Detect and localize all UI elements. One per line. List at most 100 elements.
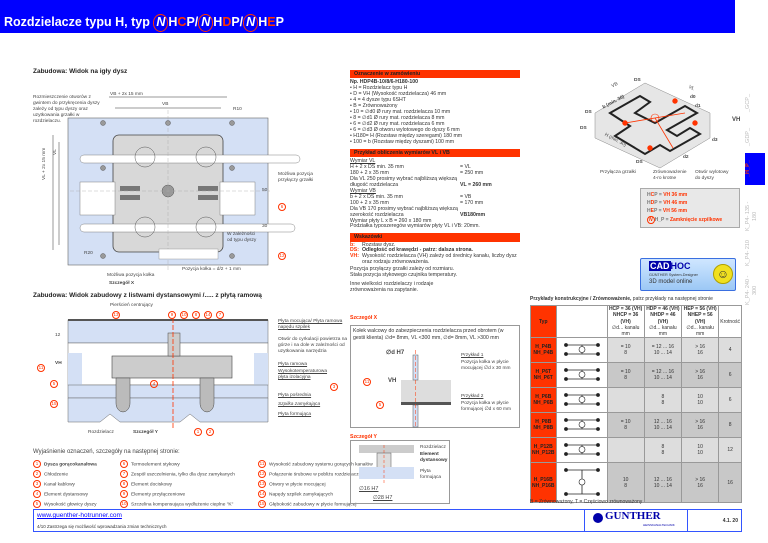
t: VH 46 mm <box>663 200 688 206</box>
table-header: Typ HCP = 36 (VH)NHCP = 36 (VH)∅d... kan… <box>530 304 742 339</box>
balance-diagram <box>563 367 600 381</box>
order-line: • 8 = ∅d1 Ø rury mat. rozdzielacza 8 mm <box>350 114 445 121</box>
variant-hcp: HCP = VH 36 mm <box>647 192 733 200</box>
calc-row: 180 + 2 x 35 mm= 250 mm <box>350 169 520 177</box>
footer-note: 4/10 Zastrzega się możliwość wprowadzani… <box>37 524 167 529</box>
iso-vh: VH <box>732 117 741 123</box>
legend-text: Kanał kablowy <box>44 482 75 488</box>
v: 16 <box>697 350 703 357</box>
callout-5: 5 <box>50 380 58 388</box>
t: VH 56 mm <box>662 208 688 214</box>
col-hdp: HDP = 46 (VH)NHDP = 46 (VH)∅d... kanału … <box>643 304 683 339</box>
typ-nh: NH_P12B <box>532 450 555 457</box>
legend-text: Dysza gorącokanałowa <box>44 462 97 468</box>
distributor-label: Rozdzielacz <box>420 445 446 450</box>
tab-gdp[interactable]: _GDP_ <box>745 127 751 147</box>
hint-text: Pozycja przyłączy grzałki zależy od rozm… <box>350 266 455 273</box>
examples-title-rest: patrz przykłady na następnej stronie <box>631 296 713 302</box>
v: 10 ... 14 <box>653 425 672 432</box>
calc-result: VB180mm <box>460 211 486 218</box>
distributor-label: Rozdzielacz <box>88 430 114 435</box>
dim-vl: VL <box>53 149 58 155</box>
v: 12 ... 16 <box>653 476 672 483</box>
legend-num: 12 <box>258 470 266 478</box>
tab-h-p[interactable]: _H_P_ <box>745 153 765 185</box>
cadhoc-banner[interactable]: CADHOC GÜNTHER System-Designer 3D model … <box>640 258 736 291</box>
v: 16 <box>697 425 703 432</box>
callout-6: 6 <box>278 203 286 211</box>
hint: b:Rozstaw dysz. <box>350 241 520 249</box>
v: 8 <box>624 375 628 382</box>
calc-right: = 170 mm <box>460 199 484 206</box>
col-pic <box>555 304 608 339</box>
v: 8 <box>661 400 665 407</box>
hint-value: Rozstaw dysz. <box>362 241 396 248</box>
legend-text: Termoelement stykowy <box>131 462 180 468</box>
examples-title: Przykłady konstrukcyjne / Zrównoważenie,… <box>530 296 713 302</box>
calc-text: Dla VB 170 prosimy wybrać najbliższą wię… <box>350 205 458 212</box>
hint-value: Odległość od krawędzi - patrz: dalsza st… <box>362 247 473 254</box>
pin-formula-a: Pozycja kołka <box>182 267 212 272</box>
cell-hcp <box>606 387 645 414</box>
od-label: ∅d H7 <box>386 350 405 356</box>
detail-x-ref: Szczegół X <box>109 281 135 286</box>
legend-text: Głębokość zabudowy w płycie formującej <box>269 502 357 508</box>
legend-text: Element dystansowy <box>44 492 88 498</box>
example1-text: Pozycja kołka w płycie mocującej ∅d x 30… <box>461 360 511 371</box>
vh-label: VH <box>388 378 397 384</box>
t: D <box>650 200 655 206</box>
calc-row: H + 2 x DS min. 35 mm= VL <box>350 164 520 171</box>
order-line: • D = VH (Wysokość rozdzielacza) 46 mm <box>350 91 447 98</box>
legend-num: 15 <box>258 500 266 508</box>
callout: 14 <box>204 311 212 319</box>
t: H <box>213 15 223 29</box>
cadhoc-sub: GÜNTHER System-Designer <box>649 273 698 277</box>
n-circle: N <box>153 14 169 32</box>
website-link[interactable]: www.guenther-hotrunner.com <box>37 512 122 519</box>
tab-k-p4-135[interactable]: K_P4- 135 - 180 <box>745 201 758 231</box>
legend-text: Chłodzenie <box>44 472 69 478</box>
tab-k-p4-240[interactable]: K_P4- 240 - 300 <box>745 275 758 305</box>
h: ∅d... kanału mm <box>611 324 640 337</box>
dim-vb: VB <box>162 102 169 107</box>
examples-title-bold: Przykłady konstrukcyjne / Zrównoważenie, <box>530 296 632 302</box>
tab-gcp[interactable]: _GCP_ <box>745 93 751 113</box>
t: Zamknięcie szpilkowe <box>669 217 723 223</box>
legend-num: 7 <box>120 470 128 478</box>
centering-ring-label: Pierścień centrujący <box>110 303 153 308</box>
calc-left: 180 + 2 x 35 mm <box>350 169 389 176</box>
cell-krotnosc: 8 <box>718 412 742 439</box>
legend-text: Połączenie śrubowe w pobliżu rozdzielacz… <box>269 472 362 478</box>
callout: 10 <box>180 311 188 319</box>
tab-k-p4-210[interactable]: K_P4- 210 <box>745 240 751 266</box>
iso-d1: d1 <box>695 104 701 109</box>
label-air-hole: Otwór do cyrkulacji powietrza na górze i… <box>278 337 348 354</box>
t: H <box>258 15 268 29</box>
typ-h: H_P8B <box>535 419 552 425</box>
order-panel: Oznaczenie w zamówieniu Np. HDP4B-10/8/6… <box>350 70 520 294</box>
t: H <box>647 192 651 198</box>
legend-text: Elementy przyłączeniowe <box>131 492 186 498</box>
t: P = <box>654 192 664 198</box>
label-clamping-plate: Płyta mocująca/ Płyta ramowa napędu szpi… <box>278 319 343 330</box>
order-line: • 100 = b (Rozstaw między dyszami) 100 m… <box>350 138 455 145</box>
v: 12 ... 16 <box>653 419 672 425</box>
detail-x-text: Kołek walcowy do zabezpieczenia rozdziel… <box>353 328 504 341</box>
cell-diagram <box>555 437 608 464</box>
plate-size: Wymiar płyty L x B = 260 x 180 mm <box>350 217 432 224</box>
